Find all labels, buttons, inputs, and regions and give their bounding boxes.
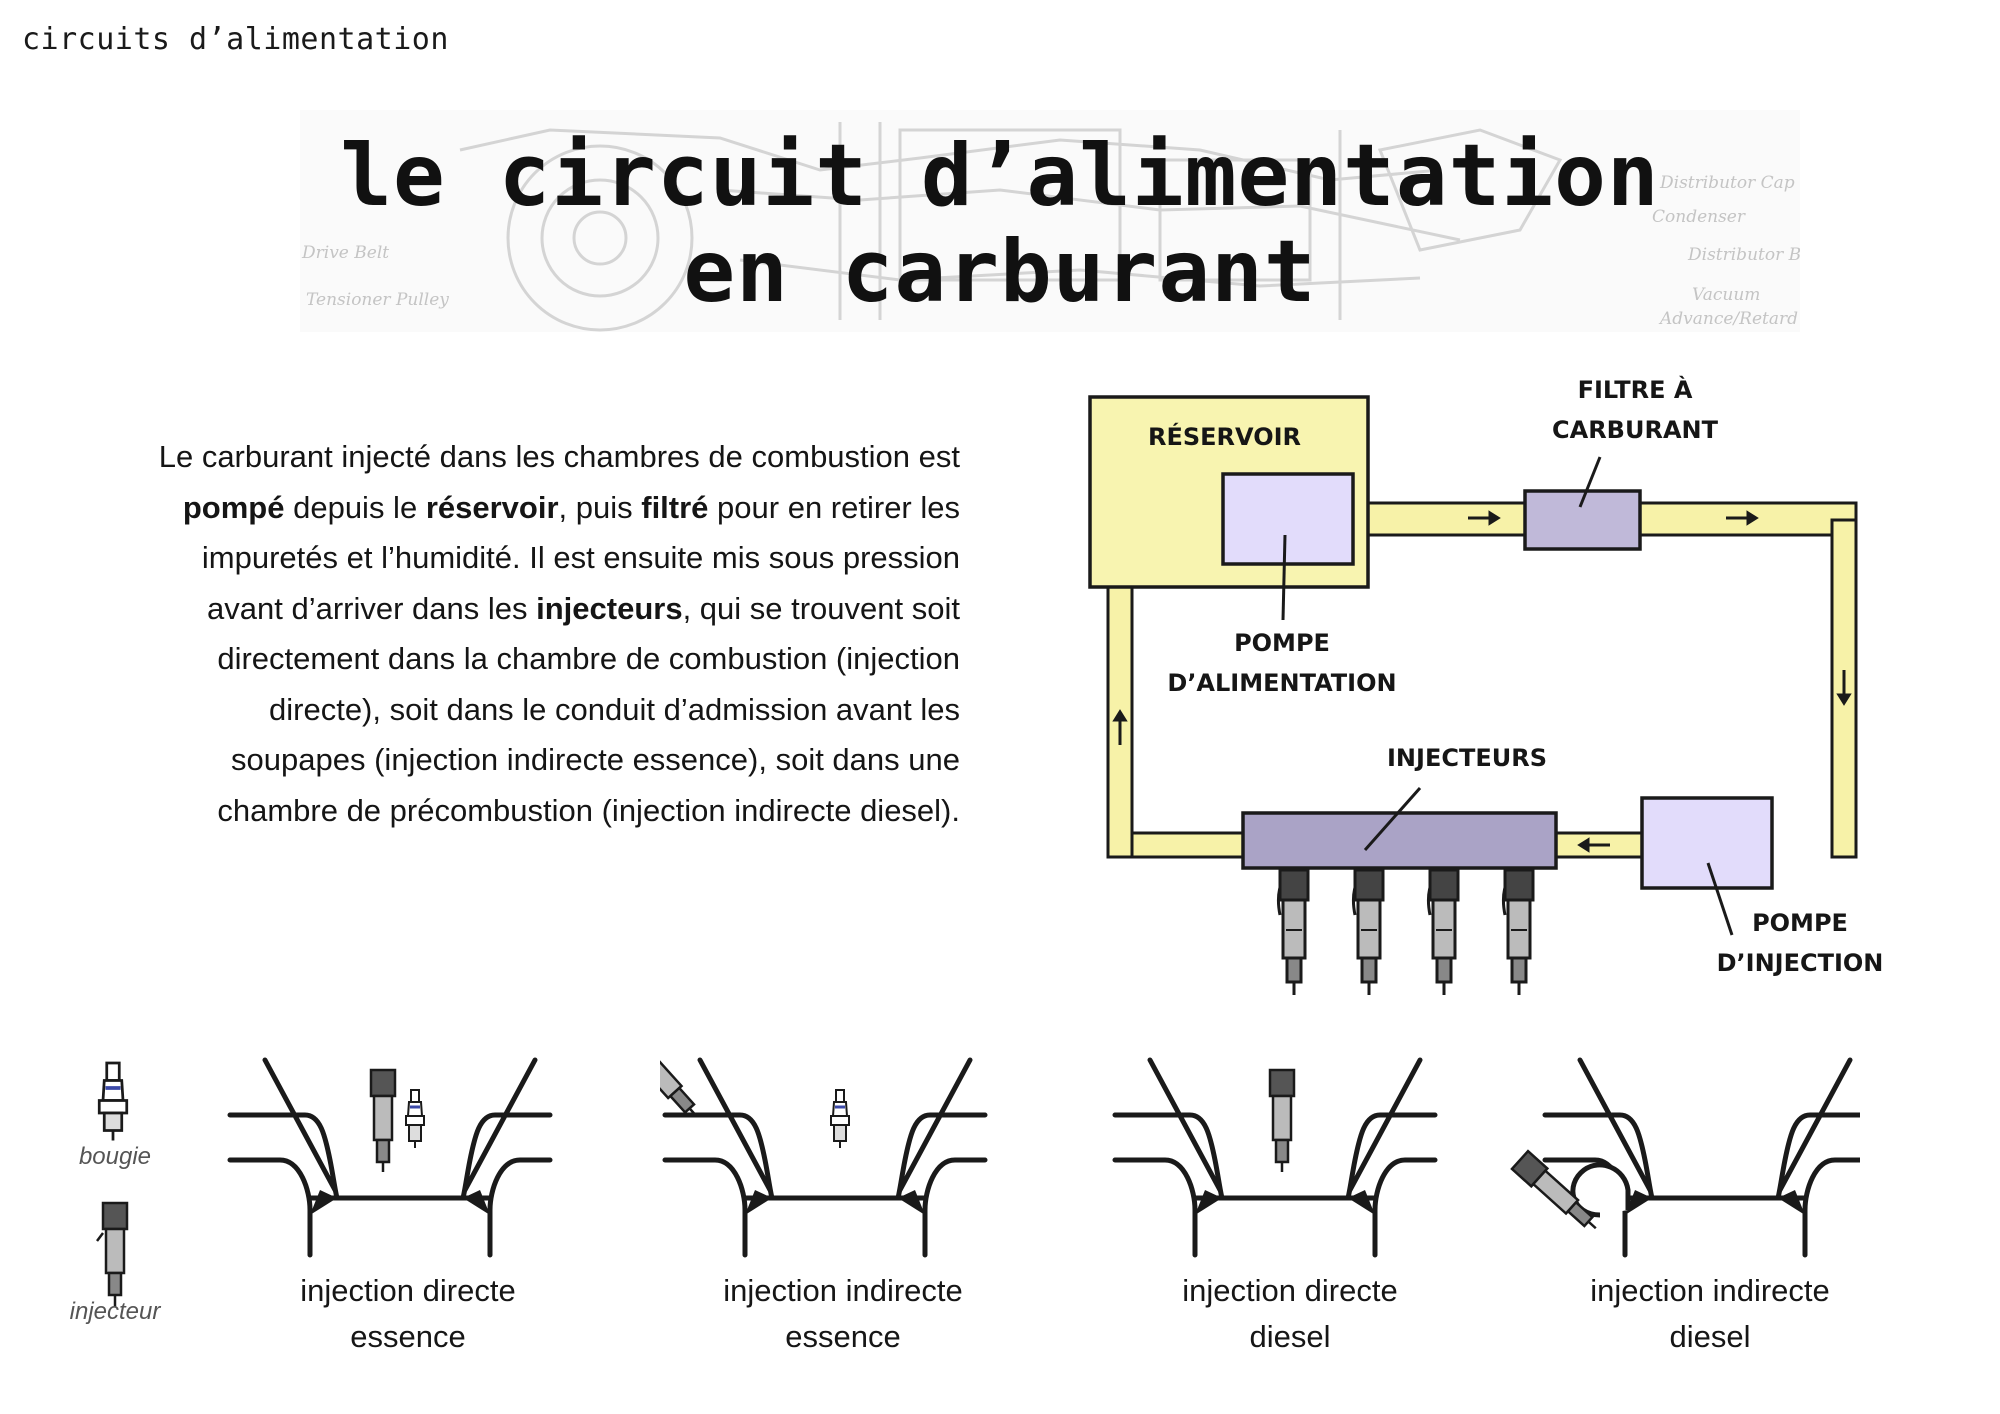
spark-plug-icon [97, 1061, 129, 1141]
feed-pump-label-2: D’ALIMENTATION [1167, 669, 1396, 697]
intro-bold-reservoir: réservoir [425, 489, 559, 525]
legend-injector-label: injecteur [69, 1298, 161, 1325]
reservoir-label: RÉSERVOIR [1148, 422, 1301, 451]
intro-seg-0: Le carburant injecté dans les chambres d… [158, 439, 960, 474]
caption-line-2: diesel [1249, 1319, 1331, 1354]
fuel-filter-leader [1578, 456, 1602, 508]
injector-icon [1268, 1068, 1296, 1172]
caption-line-2: diesel [1669, 1319, 1751, 1354]
sketch-label-vacuum: Vacuum [1692, 285, 1760, 305]
injector-icon [369, 1068, 397, 1172]
legend-spark-plug-label: bougie [78, 1143, 152, 1170]
engine-direct-diesel [1112, 1057, 1438, 1258]
sketch-label-cap: Distributor Cap [1659, 173, 1795, 193]
intro-bold-injecteurs: injecteurs [536, 590, 683, 626]
intro-bold-pompe: pompé [182, 489, 285, 525]
caption-line-2: essence [785, 1319, 901, 1354]
title-background-sketch: Drive Belt Tensioner Pulley Distributor … [300, 110, 1800, 332]
fuel-circuit-diagram: RÉSERVOIR POMPE D’ALIMENTATION FILTRE À … [1088, 375, 1884, 995]
feed-pump-label-1: POMPE [1234, 629, 1330, 657]
fuel-pipes [1106, 501, 1858, 859]
sketch-label-body: Distributor Body [1687, 245, 1800, 265]
caption-line-1: injection indirecte [1590, 1273, 1830, 1308]
injector-3 [1426, 868, 1460, 995]
flow-arrows [1112, 510, 1852, 853]
caption-direct-diesel: injection directe diesel [1110, 1268, 1470, 1360]
title-line-2: en carburant [683, 222, 1317, 322]
engine-indirect-petrol [660, 1051, 988, 1258]
engine-direct-petrol [227, 1057, 553, 1258]
feed-pump-leader [1281, 534, 1287, 621]
injection-pump-label-1: POMPE [1752, 909, 1848, 937]
injector-legend-icon [96, 1201, 129, 1307]
injection-pump-label-2: D’INJECTION [1717, 949, 1884, 977]
injector-2 [1351, 868, 1385, 995]
caption-direct-petrol: injection directe essence [228, 1268, 588, 1360]
engine-indirect-diesel [1510, 1057, 1860, 1258]
caption-line-1: injection directe [300, 1273, 516, 1308]
injectors-label: INJECTEURS [1387, 744, 1547, 772]
injector-icon [1510, 1149, 1597, 1230]
section-label: circuits d’alimentation [22, 22, 449, 57]
injection-pump-leader [1706, 862, 1734, 936]
injector-1 [1276, 868, 1310, 995]
intro-paragraph: Le carburant injecté dans les chambres d… [130, 432, 960, 836]
injectors-leader [1363, 787, 1422, 851]
fuel-filter-label-2: CARBURANT [1552, 416, 1719, 444]
injection-pump-box [1640, 796, 1774, 890]
legend-icons [96, 1061, 129, 1307]
spark-plug-icon [405, 1089, 425, 1148]
intro-seg-6: pour en retirer les impuretés et l’humid… [201, 489, 960, 626]
spark-plug-icon [830, 1089, 850, 1148]
sketch-label-tensioner: Tensioner Pulley [306, 290, 449, 310]
caption-indirect-petrol: injection indirecte essence [663, 1268, 1023, 1360]
sketch-label-advance: Advance/Retard [1658, 309, 1798, 329]
intro-seg-8: , qui se trouvent soit directement dans … [217, 590, 960, 828]
feed-pump-box [1221, 472, 1355, 566]
sketch-label-drive-belt: Drive Belt [301, 243, 389, 263]
intro-seg-4: , puis [558, 489, 642, 525]
injector-4 [1501, 868, 1535, 995]
sketch-label-condenser: Condenser [1652, 207, 1746, 227]
page-title: le circuit d’alimentation en carburant [0, 128, 2000, 320]
injector-icon [660, 1051, 698, 1117]
caption-line-1: injection directe [1182, 1273, 1398, 1308]
title-line-1: le circuit d’alimentation [340, 126, 1660, 226]
injector-rail [1241, 811, 1558, 870]
intro-seg-2: depuis le [284, 489, 426, 525]
caption-indirect-diesel: injection indirecte diesel [1530, 1268, 1890, 1360]
intro-bold-filtre: filtré [641, 489, 709, 525]
caption-line-1: injection indirecte [723, 1273, 963, 1308]
caption-line-2: essence [350, 1319, 466, 1354]
fuel-filter-label-1: FILTRE À [1578, 375, 1693, 404]
